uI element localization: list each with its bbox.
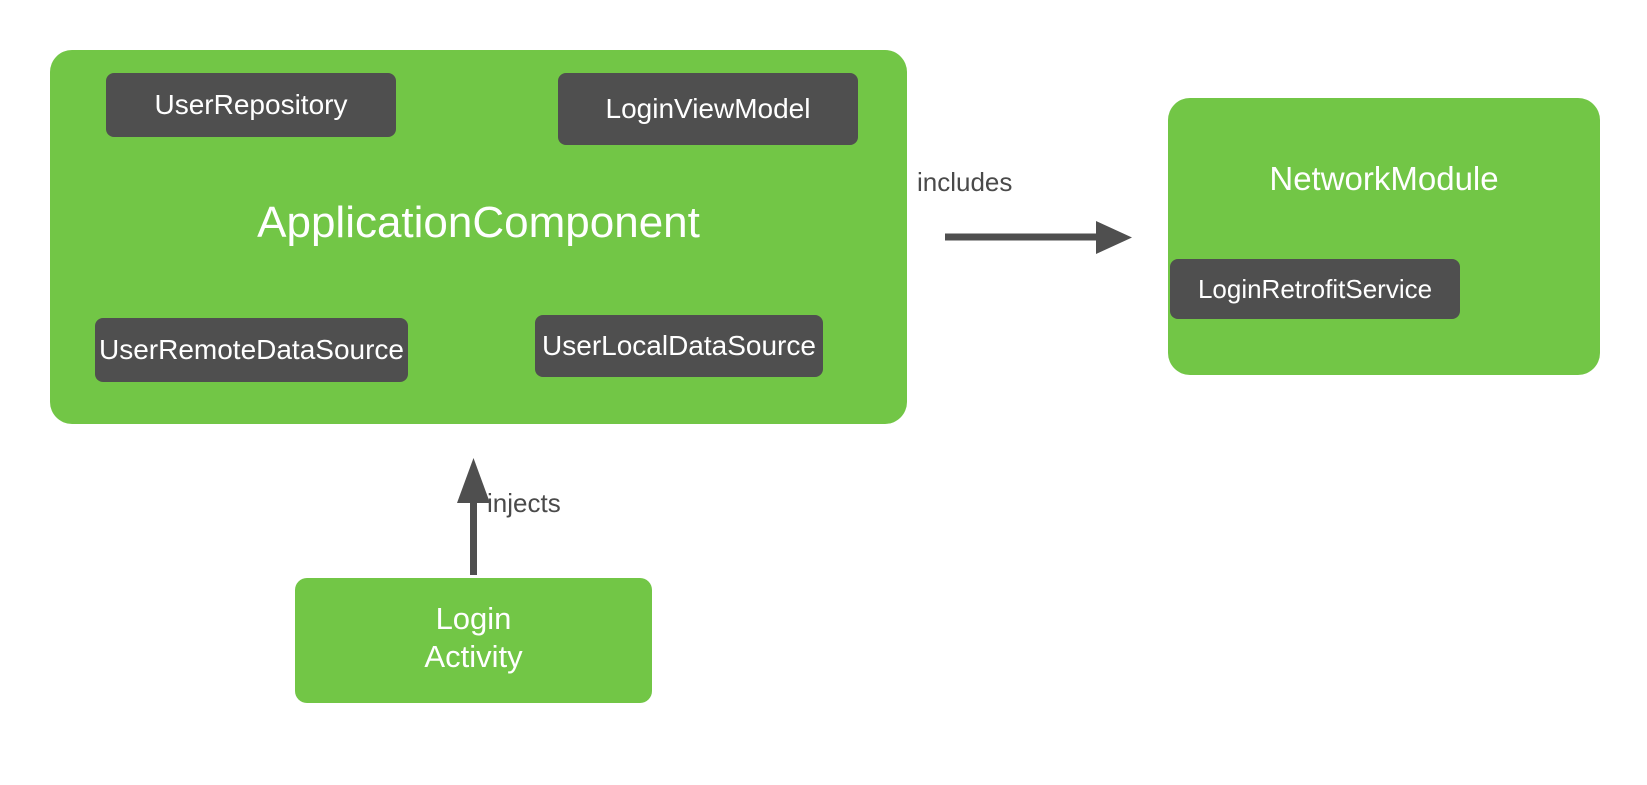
chip-user-local-data-source[interactable]: UserLocalDataSource (535, 315, 823, 377)
chip-login-retrofit-service[interactable]: LoginRetrofitService (1170, 259, 1460, 319)
application-component-title: ApplicationComponent (257, 198, 700, 247)
login-activity-title: Login Activity (295, 600, 652, 676)
edge-label-injects: injects (487, 488, 561, 518)
chip-login-view-model[interactable]: LoginViewModel (558, 73, 858, 145)
chip-user-repository[interactable]: UserRepository (106, 73, 396, 137)
arrow-right-icon (945, 221, 1132, 254)
login-activity-title-line1: Login (435, 601, 512, 636)
login-activity-node[interactable] (295, 578, 652, 703)
network-module-node[interactable] (1168, 98, 1600, 375)
arrow-up-icon (457, 458, 490, 575)
login-activity-title-line2: Activity (424, 638, 523, 674)
chip-user-remote-data-source[interactable]: UserRemoteDataSource (95, 318, 408, 382)
edge-label-includes: includes (917, 167, 1013, 197)
network-module-title: NetworkModule (1269, 160, 1499, 197)
